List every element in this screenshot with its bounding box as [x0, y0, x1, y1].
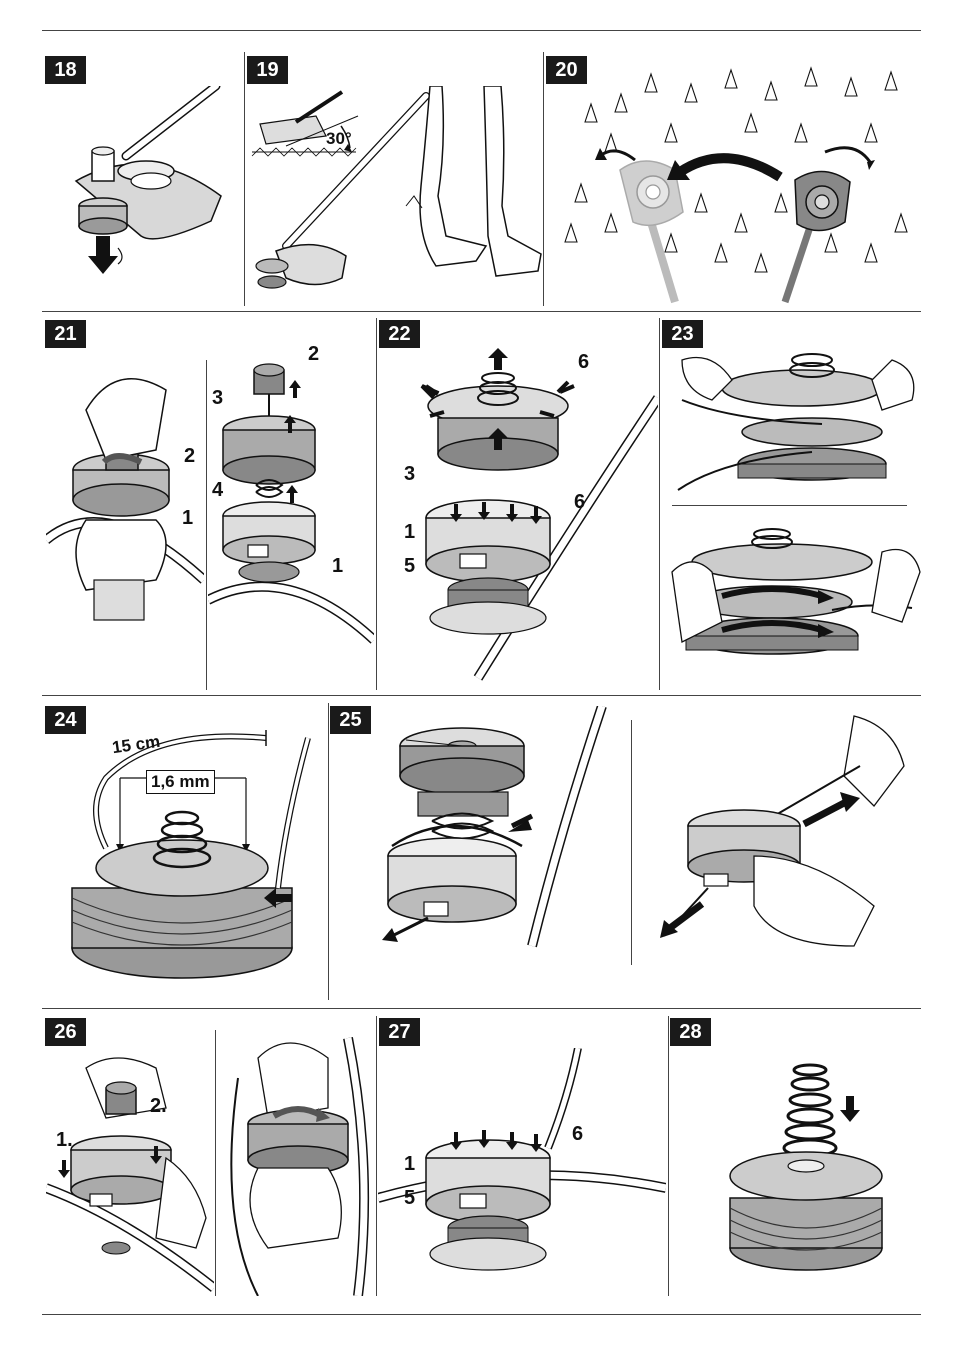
row-divider-3 — [42, 1008, 921, 1009]
figure-21-left-illustration: 2 1 — [46, 350, 204, 690]
label-6-tabs: 6 — [578, 352, 589, 372]
figure-19-illustration: 30° — [246, 86, 542, 306]
figure-20-illustration — [545, 52, 921, 306]
label-4-spring: 4 — [212, 480, 223, 500]
figure-26-right-illustration — [218, 1018, 374, 1296]
figure-24-illustration: 15 cm 1,6 mm — [46, 718, 326, 1000]
label-5-base: 5 — [404, 1188, 415, 1208]
divider-21-22 — [376, 318, 377, 690]
angle-label: 30° — [326, 130, 352, 147]
figure-21-right-illustration: 2 3 4 1 — [208, 340, 374, 690]
divider-26-27 — [376, 1016, 377, 1296]
figure-number-27: 27 — [379, 1018, 420, 1046]
label-2-knob-exploded: 2 — [308, 344, 319, 364]
figure-number-18: 18 — [45, 56, 86, 84]
figure-number-21: 21 — [45, 320, 86, 348]
figure-number-19: 19 — [247, 56, 288, 84]
label-5-base: 5 — [404, 556, 415, 576]
row-divider-1 — [42, 311, 921, 312]
label-3-spool: 3 — [212, 388, 223, 408]
label-2-knob: 2 — [184, 446, 195, 466]
bottom-rule — [42, 1314, 921, 1315]
figure-27-illustration: 6 1 5 — [378, 1048, 666, 1296]
divider-22-23 — [659, 318, 660, 690]
label-6-slots: 6 — [572, 1124, 583, 1144]
label-1-housing: 1 — [404, 522, 415, 542]
figure-25-left-illustration — [332, 706, 628, 968]
figure-25-right-illustration — [634, 706, 921, 968]
divider-26-split — [215, 1030, 216, 1296]
figure-22-illustration: 6 3 1 6 5 — [378, 318, 658, 690]
figure-26-left-illustration: 1. 2. — [46, 1048, 214, 1296]
divider-21-split — [206, 360, 207, 690]
figure-18-illustration — [46, 86, 242, 306]
figure-28-illustration — [672, 1048, 921, 1296]
label-1-housing: 1 — [404, 1154, 415, 1174]
divider-23-split — [672, 505, 907, 506]
label-1-housing-exploded: 1 — [332, 556, 343, 576]
step-2-label: 2. — [150, 1096, 167, 1116]
label-3-spool: 3 — [404, 464, 415, 484]
divider-19-20 — [543, 52, 544, 306]
figure-23-bottom-illustration — [662, 512, 921, 690]
divider-27-28 — [668, 1016, 669, 1296]
divider-25-split — [631, 720, 632, 965]
divider-24-25 — [328, 703, 329, 1000]
line-diameter-label: 1,6 mm — [146, 770, 215, 794]
figure-number-26: 26 — [45, 1018, 86, 1046]
row-divider-2 — [42, 695, 921, 696]
figure-23-top-illustration — [662, 340, 921, 502]
label-1-spool-housing: 1 — [182, 508, 193, 528]
top-rule — [42, 30, 921, 31]
label-6-slots: 6 — [574, 492, 585, 512]
divider-18-19 — [244, 52, 245, 306]
step-1-label: 1. — [56, 1130, 73, 1150]
figure-number-28: 28 — [670, 1018, 711, 1046]
